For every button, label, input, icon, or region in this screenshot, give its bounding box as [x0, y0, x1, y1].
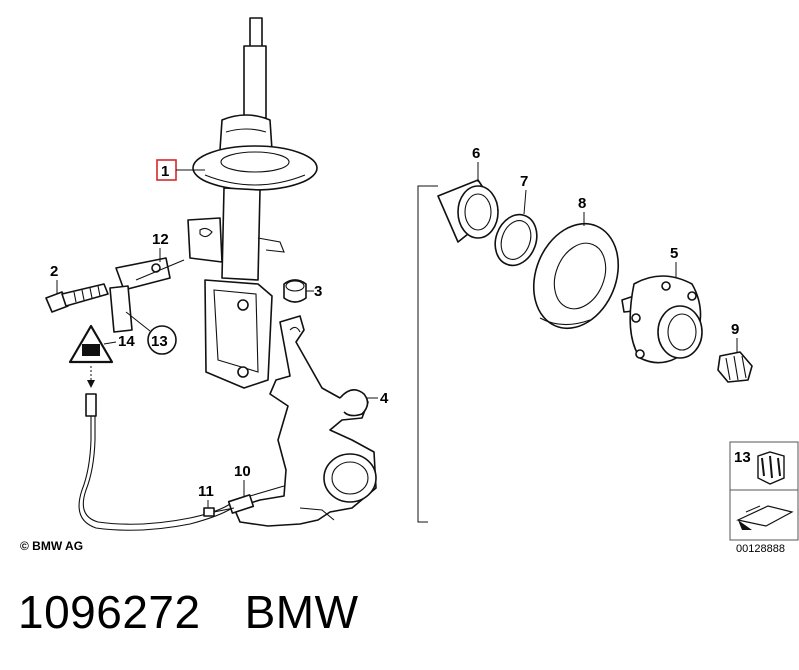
collar-nut-part-9 — [717, 351, 753, 383]
callout-8[interactable]: 8 — [578, 195, 586, 226]
callout-5[interactable]: 5 — [670, 245, 678, 278]
copyright-text: © BMW AG — [20, 539, 84, 553]
warning-triangle-part-14 — [68, 324, 114, 364]
circlip-part-7 — [494, 213, 538, 267]
label-2: 2 — [50, 263, 58, 280]
label-12: 12 — [152, 231, 169, 248]
label-1: 1 — [161, 163, 169, 180]
callout-7[interactable]: 7 — [520, 173, 528, 215]
label-7: 7 — [520, 173, 528, 190]
bolt-part-11 — [203, 507, 235, 517]
label-10: 10 — [234, 463, 251, 480]
bracket-part-12 — [109, 257, 171, 333]
callout-12[interactable]: 12 — [135, 231, 185, 281]
callout-10[interactable]: 10 — [234, 463, 251, 496]
label-13: 13 — [151, 333, 168, 350]
label-5: 5 — [670, 245, 678, 262]
clip-icon — [757, 451, 785, 485]
callout-9[interactable]: 9 — [731, 321, 739, 352]
sensor-part-10 — [227, 485, 285, 514]
callout-13-circle[interactable]: 13 — [125, 311, 177, 355]
callout-4[interactable]: 4 — [366, 390, 389, 407]
inset-panel: 13 — [729, 441, 799, 541]
brand-name: BMW — [244, 586, 359, 638]
callout-14[interactable]: 14 — [103, 333, 135, 350]
nut-part-3 — [283, 279, 307, 303]
parts-diagram: 1 2 12 13 14 — [45, 17, 799, 541]
brake-disc-part-8 — [532, 222, 620, 330]
wheel-hub-part-5 — [621, 275, 703, 364]
diagram-id: 00128888 — [736, 543, 785, 555]
callout-3[interactable]: 3 — [306, 283, 322, 300]
strut-assembly — [187, 17, 318, 389]
callout-11[interactable]: 11 — [198, 483, 214, 508]
inset-label-13: 13 — [734, 449, 751, 466]
footer: 1096272 BMW — [18, 585, 359, 639]
steering-knuckle-part-4 — [233, 315, 377, 527]
label-4: 4 — [380, 390, 389, 407]
label-8: 8 — [578, 195, 586, 212]
sensor-cable — [78, 366, 233, 531]
arrow-right-icon — [736, 505, 794, 530]
callout-6[interactable]: 6 — [472, 145, 480, 182]
wheel-bearing-part-6 — [437, 179, 499, 243]
label-14: 14 — [118, 333, 135, 350]
callout-2[interactable]: 2 — [50, 263, 58, 294]
group-bracket-line — [417, 185, 438, 523]
label-3: 3 — [314, 283, 322, 300]
part-number: 1096272 — [18, 586, 201, 638]
callout-1[interactable]: 1 — [156, 159, 205, 181]
label-11: 11 — [198, 483, 214, 500]
label-6: 6 — [472, 145, 480, 162]
bolt-part-2 — [45, 283, 109, 313]
label-9: 9 — [731, 321, 739, 338]
